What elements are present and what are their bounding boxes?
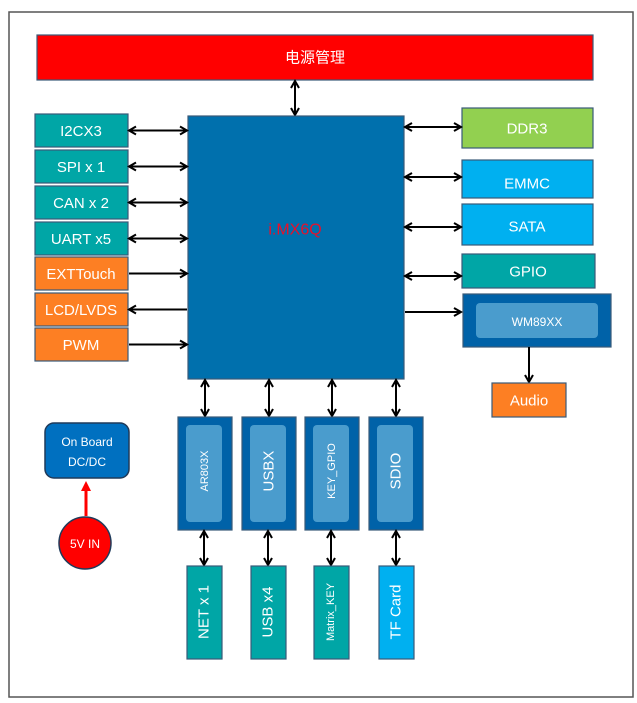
lcd-lvds-label: LCD/LVDS (45, 302, 117, 319)
power-management-block (36, 34, 594, 81)
5v-input-circle (58, 516, 112, 570)
dcdc-block (44, 422, 130, 479)
net-x-1-label: NET x 1 (196, 585, 213, 639)
usbx-label: USBX (261, 451, 278, 492)
can-x-2-block (34, 185, 129, 220)
right-interfaces: DDR3 EMMC SATA GPIO WM89XX Audio (405, 107, 612, 418)
ddr3-block (461, 107, 594, 149)
wm89xx-inner (476, 303, 598, 338)
sata-block (461, 203, 594, 246)
ar803x-label: AR803X (199, 450, 211, 492)
5v-input-label: 5V IN (70, 537, 100, 551)
pwm-label: PWM (63, 337, 100, 354)
i2cx3-label: I2CX3 (60, 123, 102, 140)
can-x-2-label: CAN x 2 (53, 195, 109, 212)
net-x-1-block (186, 565, 223, 660)
audio-label: Audio (510, 393, 548, 410)
exttouch-label: EXTTouch (46, 266, 115, 283)
spi-x-1-label: SPI x 1 (57, 159, 105, 176)
ar803x-inner (186, 425, 222, 522)
exttouch-block (34, 256, 129, 291)
usb-x4-block (250, 565, 287, 660)
emmc-block (461, 159, 594, 199)
tf-card-label: TF Card (388, 584, 405, 639)
uart-x5-block (34, 221, 129, 256)
emmc-label: EMMC (504, 176, 550, 193)
uart-x5-label: UART x5 (51, 231, 111, 248)
sdio-label: SDIO (388, 453, 405, 490)
audio-block (491, 382, 567, 418)
i2cx3-block (34, 113, 129, 148)
cpu-label: i.MX6Q (268, 222, 321, 239)
matrix-key-label: Matrix_KEY (325, 582, 337, 641)
gpio-block (461, 253, 596, 289)
key-gpio-label: KEY_GPIO (326, 443, 338, 499)
cpu-block (187, 115, 405, 380)
lcd-lvds-block (34, 292, 129, 327)
dcdc-label-2: DC/DC (68, 455, 106, 469)
tf-card-block (378, 565, 415, 660)
sdio-inner (377, 425, 413, 522)
key-gpio-inner (313, 425, 349, 522)
usbx-inner (250, 425, 286, 522)
gpio-label: GPIO (509, 264, 547, 281)
ddr3-label: DDR3 (507, 121, 548, 138)
sata-label: SATA (509, 219, 546, 236)
power-management-label: 电源管理 (285, 50, 345, 67)
usb-x4-label: USB x4 (260, 587, 277, 638)
dcdc-label-1: On Board (61, 435, 112, 449)
matrix-key-block (313, 565, 350, 660)
wm89xx-label: WM89XX (512, 315, 563, 329)
bottom-interfaces: AR803X NET x 1 USBX USB x4 KEY_GPIO Matrix_KE… (177, 380, 424, 660)
pwm-block (34, 327, 129, 362)
